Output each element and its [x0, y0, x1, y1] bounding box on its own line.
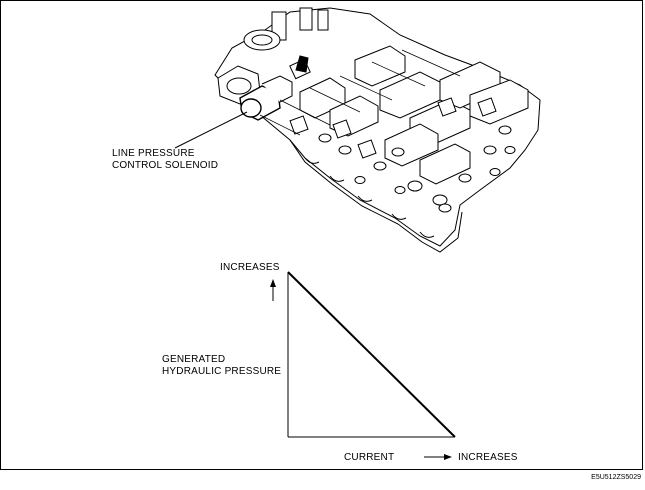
- callout-label-line1: LINE PRESSURE: [112, 148, 195, 159]
- solenoid-leader-line: [174, 111, 248, 149]
- figure-frame: [0, 0, 643, 470]
- x-label: CURRENT: [344, 452, 395, 463]
- pressure-current-line: [287, 271, 456, 438]
- x-label-right: INCREASES: [458, 452, 518, 463]
- y-increase-arrow: [270, 279, 276, 301]
- y-label-top: INCREASES: [220, 262, 280, 273]
- y-label-line1: GENERATED: [162, 354, 226, 365]
- figure-code: E5U512ZS5029: [591, 474, 641, 481]
- y-label-line2: HYDRAULIC PRESSURE: [162, 366, 282, 377]
- x-increase-arrow: [424, 454, 452, 460]
- callout-label-line2: CONTROL SOLENOID: [112, 160, 219, 171]
